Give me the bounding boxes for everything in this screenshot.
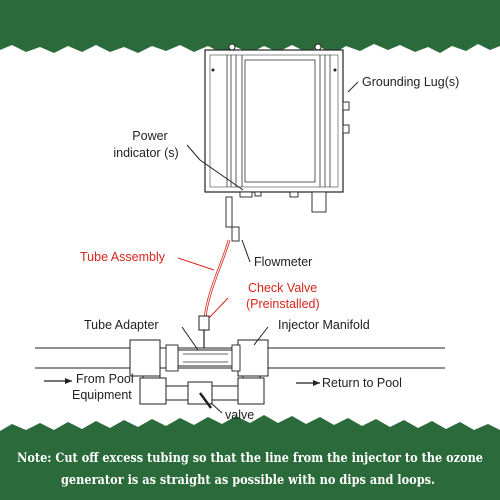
flowmeter bbox=[225, 196, 240, 242]
note-line-1: Note: Cut off excess tubing so that the … bbox=[17, 450, 483, 465]
tube-adapter-label: Tube Adapter bbox=[84, 318, 159, 332]
injector-manifold-label: Injector Manifold bbox=[278, 318, 370, 332]
grounding-lug-label: Grounding Lug(s) bbox=[362, 75, 459, 89]
tube-assembly-label: Tube Assembly bbox=[80, 250, 166, 264]
valve-label: valve bbox=[225, 408, 254, 422]
power-indicator-label-1: Power bbox=[132, 129, 167, 143]
bottom-green-frame bbox=[0, 415, 500, 500]
power-indicator-label-2: indicator (s) bbox=[113, 146, 178, 160]
flowmeter-label: Flowmeter bbox=[254, 255, 312, 269]
pipe-assembly bbox=[35, 339, 445, 409]
ozone-generator bbox=[204, 43, 350, 213]
from-pool-label-2: Equipment bbox=[72, 388, 132, 402]
check-valve bbox=[198, 315, 210, 331]
from-pool-label-1: From Pool bbox=[76, 372, 134, 386]
top-green-frame bbox=[0, 0, 500, 54]
check-valve-label-1: Check Valve bbox=[248, 281, 317, 295]
check-valve-label-2: (Preinstalled) bbox=[246, 297, 320, 311]
return-to-pool-label: Return to Pool bbox=[322, 376, 402, 390]
note-line-2: generator is as straight as possible wit… bbox=[61, 472, 435, 487]
